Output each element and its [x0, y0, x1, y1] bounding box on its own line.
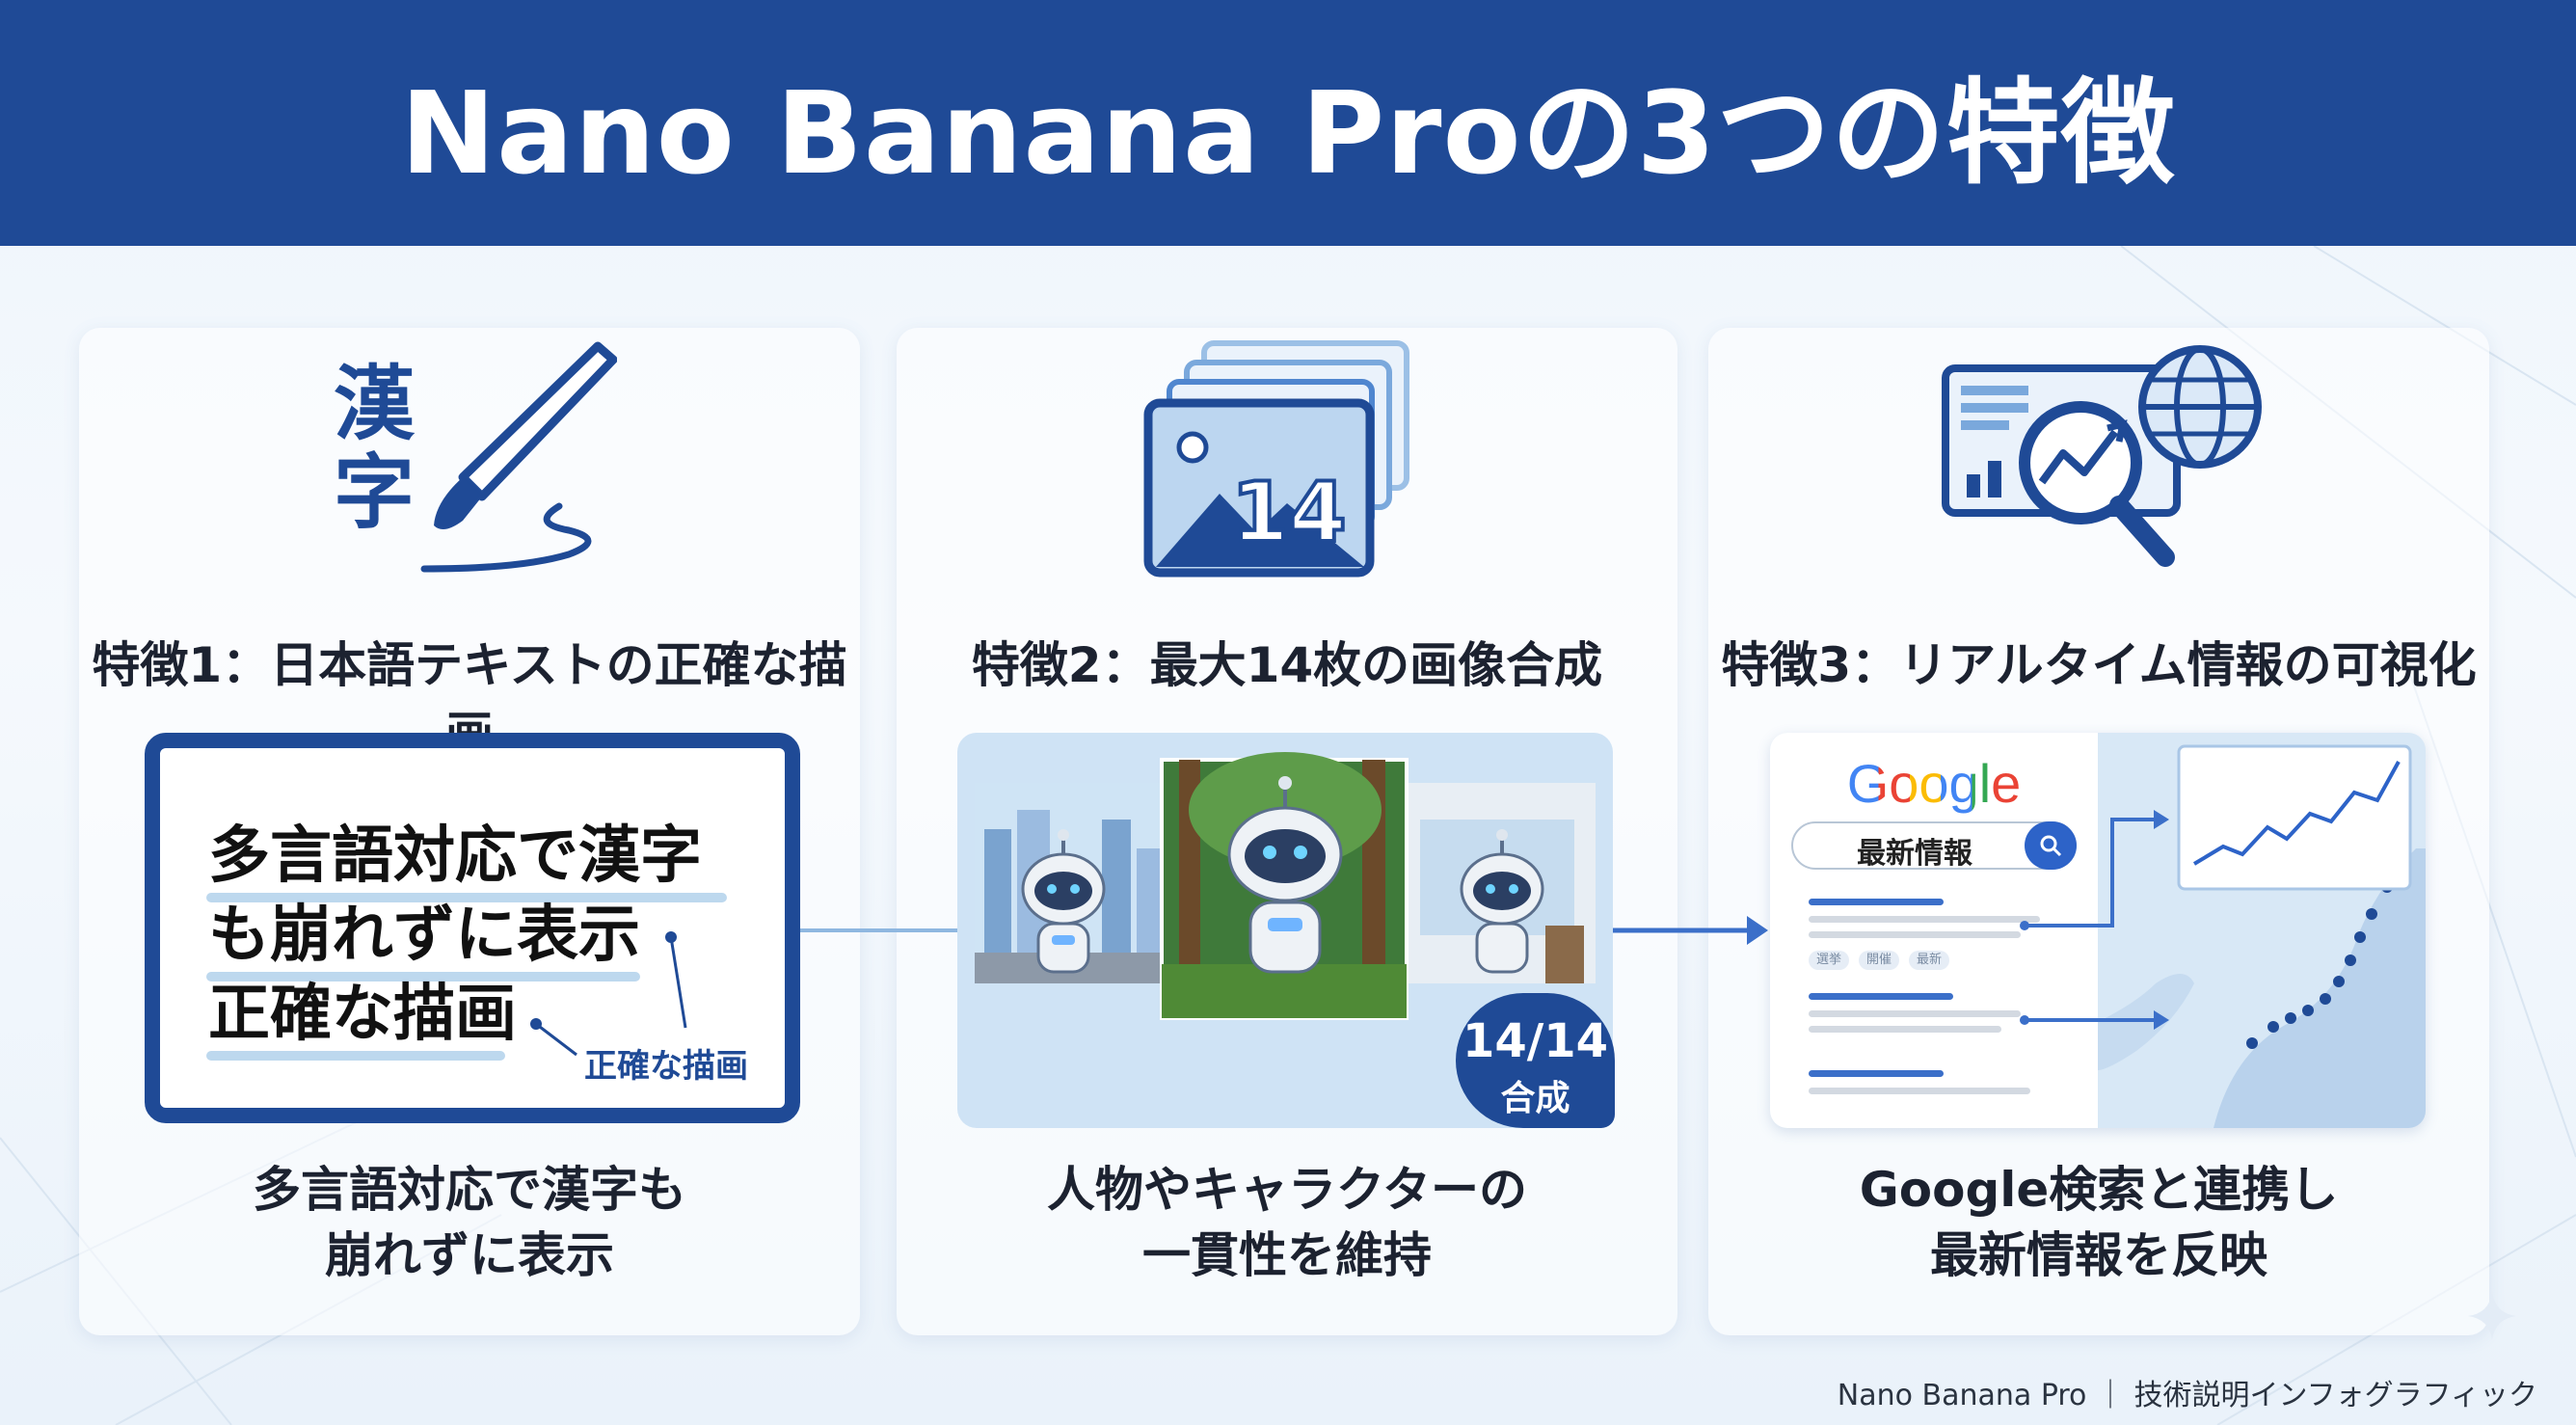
caption-line: 多言語対応で漢字も: [253, 1162, 686, 1218]
feature-1-caption: 多言語対応で漢字も 崩れずに表示: [79, 1157, 860, 1288]
result-text-line: [1809, 1026, 2001, 1033]
realtime-search-panel: Google 最新情報 選挙 開催 最新: [1770, 733, 2426, 1128]
page-title: Nano Banana Proの3つの特徴: [400, 67, 2176, 200]
search-brand-text: Google: [1846, 753, 2022, 814]
robot-left: [1021, 829, 1106, 974]
composite-count-badge: 14/14 合成: [1456, 993, 1615, 1128]
robot-right: [1460, 829, 1544, 974]
result-chip: 開催: [1859, 951, 1899, 970]
result-arrows: [2020, 810, 2169, 1030]
badge-label: 合成: [1500, 1079, 1570, 1118]
caption-line: 一貫性を維持: [1142, 1227, 1432, 1283]
feature-2-caption: 人物やキャラクターの 一貫性を維持: [897, 1157, 1677, 1288]
highlight-underline: [206, 893, 727, 902]
result-title-line: [1809, 1070, 1944, 1077]
robot-scenes: [975, 752, 1596, 1020]
annotation-label: 正確な描画: [584, 1047, 748, 1086]
brush-icon: [420, 341, 617, 573]
highlight-underline: [206, 972, 640, 981]
robot-center: [1227, 776, 1343, 974]
result-chip: 選挙: [1809, 951, 1849, 970]
result-text-line: [1809, 916, 2040, 923]
feature-3-title: 特徴3：リアルタイム情報の可視化: [1721, 637, 2477, 693]
result-text-line: [1809, 931, 2021, 938]
panel-text-line: も崩れずに表示: [208, 900, 640, 971]
search-query: 最新情報: [1857, 837, 1972, 871]
image-stack-icon: [1143, 340, 1409, 578]
footer-credit: Nano Banana Pro ｜ 技術説明インフォグラフィック: [1837, 1379, 2537, 1412]
search-icon: [2040, 835, 2062, 857]
caption-line: Google検索と連携し: [1859, 1162, 2339, 1218]
data-search-icon: [1938, 339, 2266, 580]
badge-count: 14/14: [1462, 1014, 1609, 1068]
result-title-line: [1809, 993, 1953, 1000]
panel-text-line: 正確な描画: [208, 979, 517, 1050]
search-input[interactable]: 最新情報: [1791, 821, 2077, 871]
kanji-glyphs: 漢字: [334, 360, 430, 537]
magnifier-globe-icon: [1942, 345, 2262, 567]
kanji-brush-icon: 漢字: [328, 333, 617, 583]
image-count-number: 14: [1229, 463, 1349, 563]
annotation-lines: [530, 931, 687, 1057]
result-text-line: [1809, 1010, 2021, 1017]
kanji-label: 漢字: [334, 357, 416, 540]
stacked-images-icon: 14: [1142, 339, 1432, 580]
japan-map: [2098, 744, 2426, 1128]
kanji-rendering-panel: 多言語対応で漢字 も崩れずに表示 正確な描画 正確な描画: [145, 733, 800, 1123]
feature-2-title: 特徴2：最大14枚の画像合成: [971, 637, 1603, 693]
result-chip: 最新: [1909, 951, 1949, 970]
result-text-line: [1809, 1088, 2030, 1094]
result-title-line: [1809, 899, 1944, 905]
title-banner: Nano Banana Proの3つの特徴: [0, 0, 2576, 246]
caption-line: 崩れずに表示: [325, 1227, 614, 1283]
panel-text-line: 多言語対応で漢字: [208, 820, 702, 892]
caption-line: 人物やキャラクターの: [1047, 1162, 1527, 1218]
google-logo: Google: [1770, 752, 2098, 815]
caption-line: 最新情報を反映: [1930, 1227, 2267, 1283]
image-composite-panel: [957, 733, 1613, 1128]
feature-3-caption: Google検索と連携し 最新情報を反映: [1708, 1157, 2489, 1288]
search-button[interactable]: [2025, 821, 2077, 870]
highlight-underline: [206, 1051, 505, 1061]
sparkle-icon: [2468, 1292, 2516, 1340]
search-results-pane: Google 最新情報 選挙 開催 最新: [1770, 733, 2098, 1128]
